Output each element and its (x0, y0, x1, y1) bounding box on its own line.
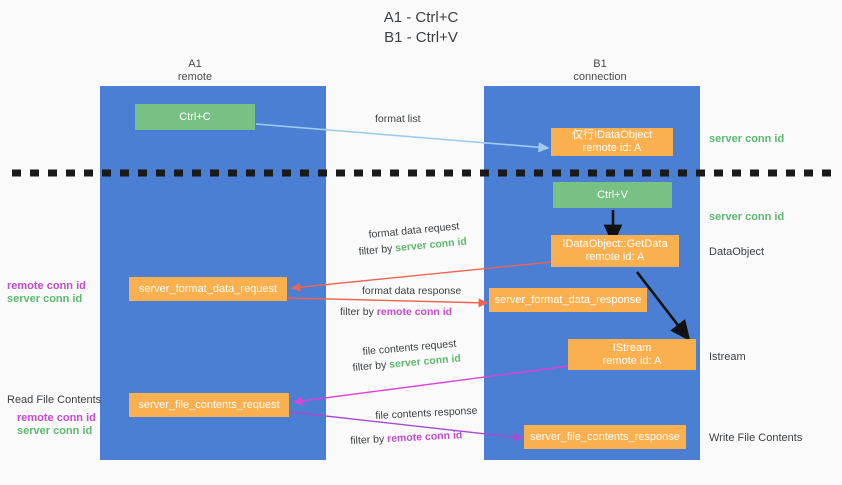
filter-prefix-1: filter by (358, 242, 396, 258)
column-header-b1: B1 connection (573, 58, 627, 83)
column-header-a1: A1 remote (177, 58, 213, 83)
annotation-format-list: format list (375, 113, 421, 125)
box-ctrl-c[interactable]: Ctrl+C (135, 104, 255, 130)
box-server-format-data-response[interactable]: server_format_data_response (489, 288, 647, 312)
box-ctrl-v[interactable]: Ctrl+V (553, 182, 672, 208)
label-remote-conn-id-bottom: remote conn id (17, 412, 96, 424)
annotation-format-data-response: format data response (362, 285, 462, 297)
label-remote-conn-id-top: remote conn id (7, 280, 86, 292)
label-server-conn-id-left-bottom: server conn id (17, 425, 93, 437)
box-server-file-contents-request[interactable]: server_file_contents_request (129, 393, 289, 417)
label-read-file-contents: Read File Contents (7, 394, 102, 406)
filter-key-remote-2: remote conn id (386, 429, 463, 446)
label-server-conn-id-left-top: server conn id (7, 293, 83, 305)
box-server-format-data-request[interactable]: server_format_data_request (129, 277, 287, 301)
filter-key-remote-1: remote conn id (376, 306, 453, 318)
label-server-conn-id-top: server conn id (709, 133, 785, 145)
page-title: A1 - Ctrl+C B1 - Ctrl+V (383, 9, 459, 46)
filter-prefix-3: filter by (352, 358, 390, 374)
box-idataobject[interactable]: 仅行IDataObject remote id: A (551, 128, 673, 156)
annotation-filter-by-remote-conn-id-1: filter by remote conn id (340, 305, 452, 319)
label-dataobject: DataObject (709, 246, 765, 258)
annotation-file-contents-response: file contents response (375, 404, 478, 422)
box-istream[interactable]: IStream remote id: A (568, 339, 696, 370)
label-server-conn-id-second: server conn id (709, 211, 785, 223)
filter-prefix-4: filter by (350, 433, 388, 447)
annotation-filter-by-remote-conn-id-2: filter by remote conn id (350, 428, 463, 448)
box-server-file-contents-response[interactable]: server_file_contents_response (524, 425, 686, 449)
box-idataobject-getdata[interactable]: IDataObject::GetData remote id: A (551, 235, 679, 267)
label-istream: Istream (709, 351, 746, 363)
label-write-file-contents: Write File Contents (709, 432, 803, 444)
filter-prefix-2: filter by (340, 306, 377, 318)
